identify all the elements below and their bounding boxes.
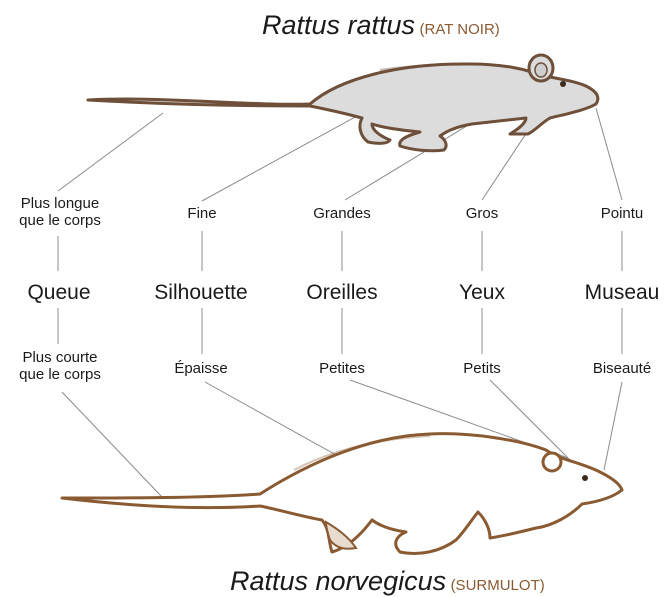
- silhouette-bottom-label: Épaisse: [174, 361, 227, 378]
- trait-header-queue: Queue: [27, 281, 90, 304]
- queue-top-line1: Plus longue: [19, 196, 101, 213]
- snout-top-label: Pointu: [601, 206, 644, 223]
- eyes-bottom-label: Petits: [463, 361, 501, 378]
- trait-header-silhouette: Silhouette: [154, 281, 247, 304]
- queue-top-label: Plus longue que le corps: [19, 196, 101, 229]
- bottom-species-common: (SURMULOT): [451, 577, 545, 594]
- trait-header-eyes: Yeux: [459, 281, 505, 304]
- brown-rat-figure: [62, 434, 622, 554]
- trait-header-ears: Oreilles: [306, 281, 377, 304]
- queue-bottom-line2: que le corps: [19, 367, 101, 384]
- bottom-species-scientific: Rattus norvegicus: [230, 566, 446, 596]
- snout-bottom-label: Biseauté: [593, 361, 651, 378]
- queue-top-line2: que le corps: [19, 213, 101, 230]
- eyes-top-label: Gros: [466, 206, 499, 223]
- top-species-scientific: Rattus rattus: [262, 10, 415, 40]
- silhouette-top-label: Fine: [187, 206, 216, 223]
- top-species-title: Rattus rattus (RAT NOIR): [262, 11, 500, 41]
- ears-top-label: Grandes: [313, 206, 371, 223]
- bottom-species-title: Rattus norvegicus (SURMULOT): [230, 567, 545, 597]
- queue-bottom-label: Plus courte que le corps: [19, 350, 101, 383]
- trait-header-snout: Museau: [585, 281, 660, 304]
- top-species-common: (RAT NOIR): [420, 21, 500, 38]
- queue-bottom-line1: Plus courte: [19, 350, 101, 367]
- ears-bottom-label: Petites: [319, 361, 365, 378]
- black-rat-figure: [88, 55, 598, 151]
